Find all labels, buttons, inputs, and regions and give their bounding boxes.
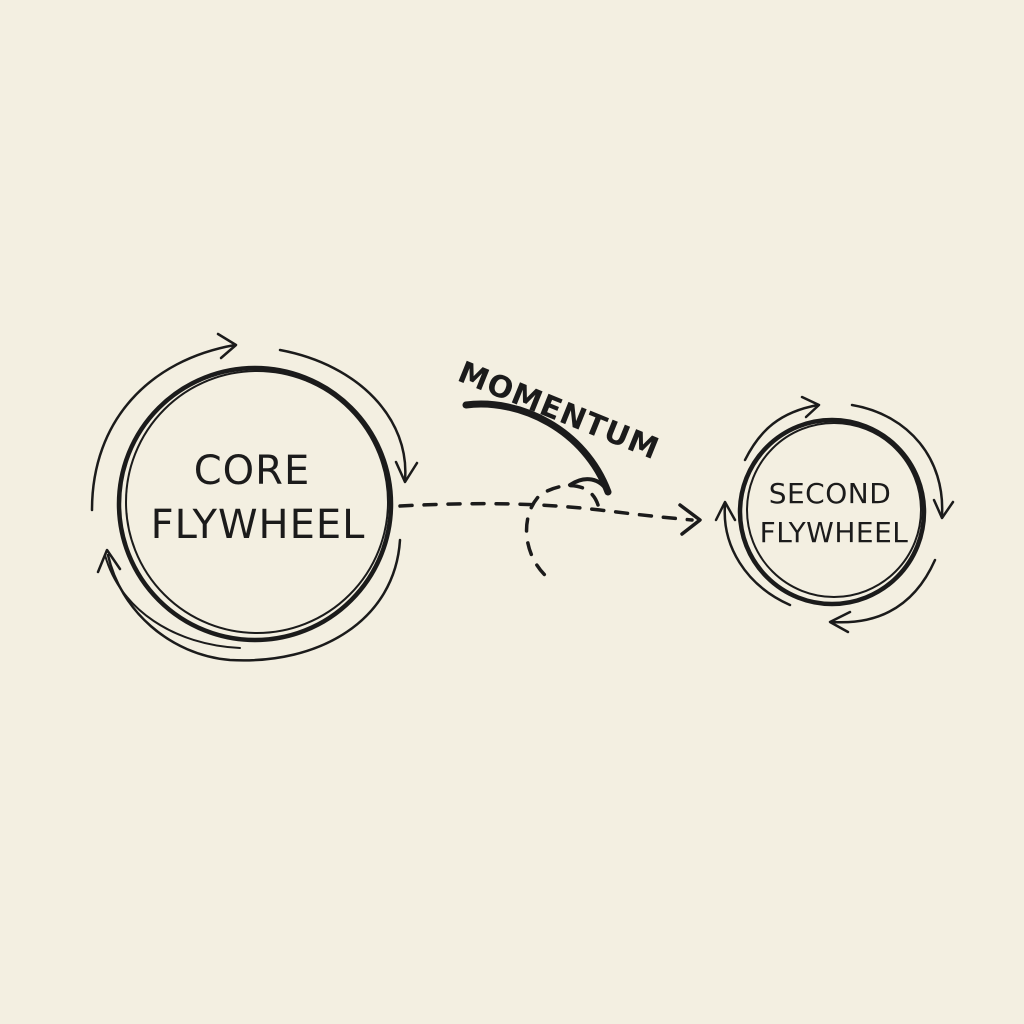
second-arrowhead-top <box>800 395 821 419</box>
momentum-label: MOMENTUM <box>453 355 664 467</box>
second-arrowhead-left <box>714 500 737 522</box>
second-rotation-arc-bottom <box>830 558 937 624</box>
core-arrowhead-top <box>216 332 238 360</box>
core-flywheel-circle-sketch <box>125 370 389 634</box>
core-rotation-arc-left <box>104 554 241 649</box>
core-arrowhead-bottom <box>96 548 122 574</box>
second-rotation-arc-right <box>850 403 944 517</box>
second-flywheel-circle <box>737 417 927 607</box>
core-flywheel-node: CORE FLYWHEEL <box>90 332 419 662</box>
dashed-connector-line <box>398 501 694 522</box>
core-rotation-arc-right <box>278 348 407 482</box>
momentum-connector: MOMENTUM <box>398 355 702 580</box>
core-rotation-arc-bottom <box>106 538 402 662</box>
core-flywheel-label-line2: FLYWHEEL <box>151 502 366 548</box>
second-flywheel-label-line1: SECOND <box>769 477 892 510</box>
second-rotation-arc-top <box>743 403 820 462</box>
connector-arrowhead <box>678 503 702 536</box>
momentum-swoosh <box>462 400 612 496</box>
second-arrowhead-bottom <box>828 610 852 634</box>
core-rotation-arc-top <box>90 343 237 512</box>
second-rotation-arc-left <box>723 503 792 607</box>
dashed-connector-loop <box>524 483 600 580</box>
second-flywheel-circle-sketch <box>746 422 922 598</box>
second-flywheel-label-line2: FLYWHEEL <box>760 516 909 549</box>
momentum-swoosh-tip <box>568 477 610 494</box>
core-flywheel-label-line1: CORE <box>194 448 310 494</box>
core-arrowhead-right <box>394 460 419 484</box>
second-flywheel-node: SECOND FLYWHEEL <box>714 395 955 634</box>
core-flywheel-circle <box>116 365 394 643</box>
second-arrowhead-right <box>932 498 955 520</box>
